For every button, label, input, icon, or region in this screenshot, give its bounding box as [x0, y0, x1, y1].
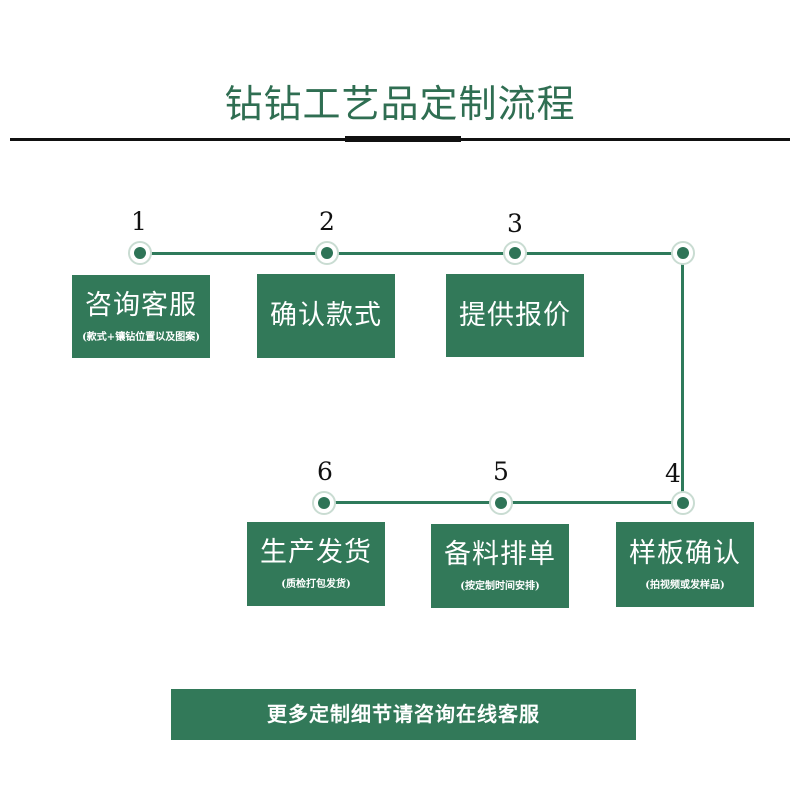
- step-subtitle: (款式+镶钻位置以及图案): [82, 331, 200, 343]
- step-box-4: 样板确认 (拍视频或发样品): [616, 522, 754, 607]
- contact-service-button[interactable]: 更多定制细节请咨询在线客服: [171, 689, 636, 740]
- step-title: 生产发货: [260, 537, 372, 568]
- step-number-1: 1: [131, 207, 147, 236]
- step-box-1: 咨询客服 (款式+镶钻位置以及图案): [72, 275, 210, 358]
- step-title: 确认款式: [270, 300, 382, 331]
- step-box-6: 生产发货 (质检打包发货): [247, 522, 385, 606]
- node-step-3: [503, 241, 527, 265]
- step-number-2: 2: [319, 207, 335, 236]
- node-step-2: [315, 241, 339, 265]
- step-subtitle: (质检打包发货): [281, 579, 351, 590]
- step-title: 提供报价: [459, 299, 571, 331]
- node-corner: [671, 241, 695, 265]
- node-step-5: [489, 491, 513, 515]
- step-subtitle: (拍视频或发样品): [645, 579, 725, 591]
- connector-right: [681, 254, 684, 503]
- step-title: 备料排单: [444, 539, 556, 570]
- step-title: 样板确认: [629, 537, 741, 569]
- step-box-2: 确认款式: [257, 274, 395, 358]
- node-step-6: [312, 491, 336, 515]
- step-number-4: 4: [665, 459, 681, 488]
- step-title: 咨询客服: [85, 289, 197, 321]
- connector-top: [140, 252, 683, 255]
- step-box-3: 提供报价: [446, 274, 584, 357]
- step-number-3: 3: [507, 209, 523, 238]
- node-step-1: [128, 241, 152, 265]
- step-number-6: 6: [317, 457, 333, 486]
- title-underline-accent: [345, 136, 461, 142]
- step-number-5: 5: [493, 457, 509, 486]
- page-title: 钻钻工艺品定制流程: [224, 82, 576, 126]
- step-subtitle: (按定制时间安排): [460, 581, 540, 592]
- step-box-5: 备料排单 (按定制时间安排): [431, 524, 569, 608]
- node-step-4: [671, 491, 695, 515]
